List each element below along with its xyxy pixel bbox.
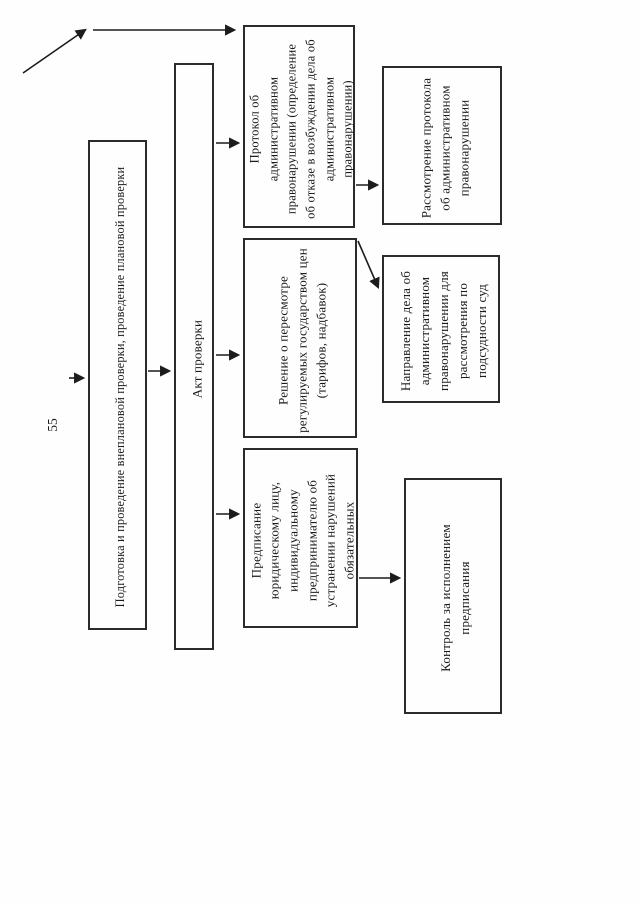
flow-box-rassmotrenie: Рассмотрение протокола об административн… — [382, 66, 502, 225]
flow-box-akt-proverki-label: Акт проверки — [188, 319, 204, 398]
flow-box-reshenie-label: Решение о пересмотре регулируемых госуда… — [275, 247, 329, 433]
flow-box-podgotovka: Подготовка и проведение внеплановой пров… — [88, 140, 147, 630]
flow-box-predpisanie-label: Предписание юридическому лицу, индивидуа… — [247, 473, 356, 607]
arrow-offpage-diagonal — [22, 28, 87, 74]
flow-box-kontrol: Контроль за исполнением предписания — [404, 478, 502, 714]
arrow-protokol-to-napravlenie — [357, 240, 380, 290]
flow-box-predpisanie: Предписание юридическому лицу, индивидуа… — [243, 448, 358, 628]
flow-box-protokol-label: Протокол об административном правонаруше… — [247, 38, 355, 219]
flow-box-napravlenie-label: Направление дела об административном пра… — [397, 270, 489, 392]
flow-box-podgotovka-label: Подготовка и проведение внеплановой пров… — [112, 166, 126, 608]
flow-box-napravlenie: Направление дела об административном пра… — [382, 255, 500, 403]
flow-box-rassmotrenie-label: Рассмотрение протокола об административн… — [417, 77, 471, 218]
flow-box-protokol: Протокол об административном правонаруше… — [243, 25, 355, 228]
flow-box-reshenie: Решение о пересмотре регулируемых госуда… — [243, 238, 357, 438]
flow-box-kontrol-label: Контроль за исполнением предписания — [438, 524, 472, 672]
page-number: 55 — [45, 418, 60, 432]
flow-box-akt-proverki: Акт проверки — [174, 63, 214, 650]
